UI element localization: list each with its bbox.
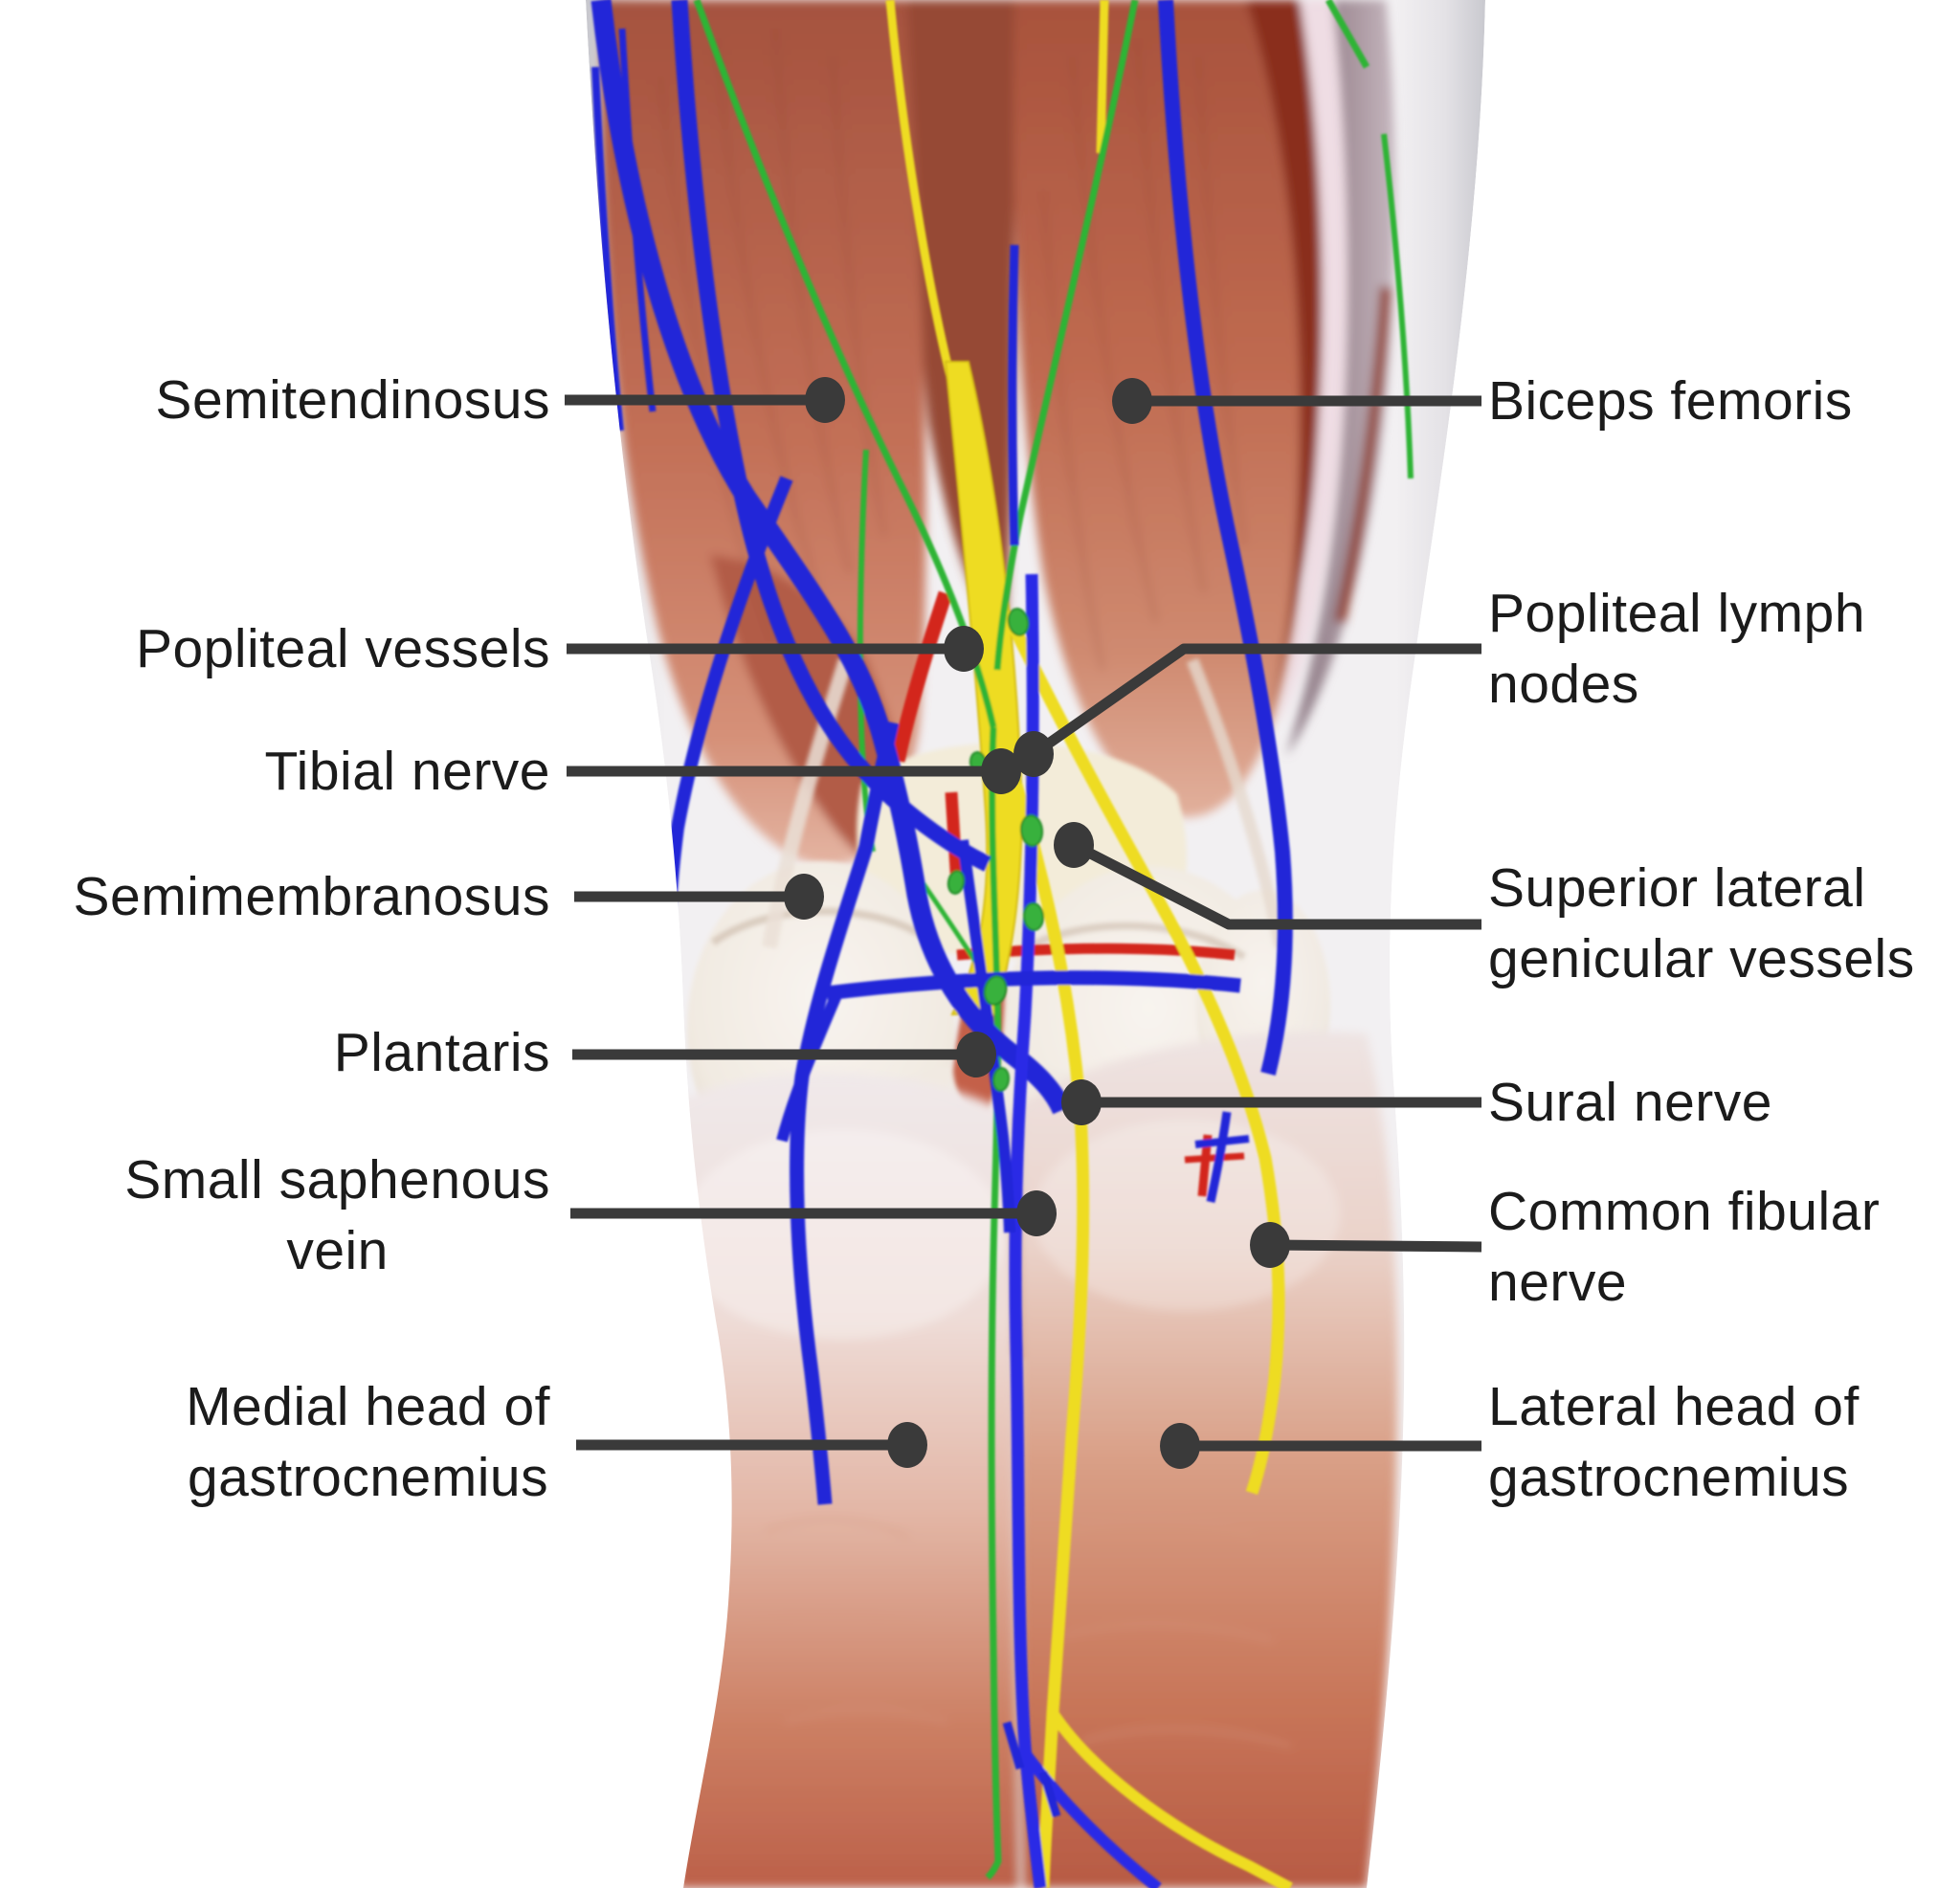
leg-content <box>586 0 1485 1888</box>
lymph-node <box>991 1067 1011 1092</box>
label-line: vein <box>286 1220 389 1281</box>
vein-spike <box>1008 244 1019 546</box>
vein-zig-1 <box>1002 1721 1025 1770</box>
label-line: gastrocnemius <box>1488 1447 1850 1508</box>
lateral-artery-bit-2 <box>1184 1152 1245 1164</box>
label-plantaris: Plantaris <box>334 1017 550 1088</box>
semitendinosus-tendon <box>762 657 854 949</box>
label-line: Semimembranosus <box>73 866 550 927</box>
label-sural-nerve: Sural nerve <box>1488 1067 1772 1138</box>
neurovascular <box>590 0 1414 1888</box>
pink-sliver <box>1279 0 1348 727</box>
label-popliteal-lymph-nodes: Popliteal lymph nodes <box>1488 578 1865 720</box>
vein-long-2 <box>671 0 991 872</box>
label-line: Biceps femoris <box>1488 370 1853 432</box>
lymph-line-2 <box>993 0 1139 671</box>
vein-lat-bit-2 <box>1194 1135 1250 1148</box>
label-common-fibular-nerve: Common fibular nerve <box>1488 1176 1880 1318</box>
label-line: nodes <box>1488 654 1639 715</box>
fascia-lata <box>1286 0 1395 756</box>
vein-zig-2 <box>1038 1770 1061 1818</box>
vein-lateral <box>1158 0 1293 1076</box>
vein-horizontal-drop <box>776 992 842 1143</box>
popliteal-artery-upper <box>890 590 953 763</box>
label-line: Popliteal lymph <box>1488 583 1866 644</box>
label-line: gastrocnemius <box>187 1447 549 1508</box>
nerve-stub-top <box>1096 0 1109 154</box>
label-line: Common fibular <box>1488 1181 1881 1242</box>
label-popliteal-vessels: Popliteal vessels <box>136 613 550 684</box>
label-line: nerve <box>1488 1252 1628 1313</box>
label-line: Sural nerve <box>1488 1072 1772 1133</box>
lymph-line-right-2 <box>1381 133 1414 479</box>
lymph-chain <box>985 726 1002 1880</box>
lateral-dark-band <box>1246 0 1325 746</box>
lymph-nodes <box>947 608 1045 1092</box>
label-line: Superior lateral <box>1488 857 1866 919</box>
label-superior-lateral-genicular-vessels: Superior lateral genicular vessels <box>1488 853 1915 994</box>
label-lateral-head-of-gastrocnemius: Lateral head of gastrocnemius <box>1488 1371 1860 1513</box>
saphenous-branch <box>1020 1749 1162 1888</box>
label-tibial-nerve: Tibial nerve <box>264 736 550 807</box>
vein-edge-1 <box>591 66 624 432</box>
label-medial-head-of-gastrocnemius: Medial head of gastrocnemius <box>186 1371 550 1513</box>
vein-edge-2 <box>618 28 657 412</box>
lymph-node <box>1007 608 1030 636</box>
label-semitendinosus: Semitendinosus <box>155 365 550 435</box>
lymph-node <box>1019 814 1044 847</box>
label-line: Semitendinosus <box>155 369 550 431</box>
lymph-node <box>983 975 1008 1006</box>
medial-sheen <box>679 1129 1005 1340</box>
common-fibular-nerve-line <box>1001 610 1285 1496</box>
lymph-line-right-1 <box>1325 0 1370 69</box>
vein-lat-bit-1 <box>1206 1111 1232 1203</box>
sural-branch-line <box>1048 1709 1293 1888</box>
label-line: Small saphenous <box>124 1149 550 1211</box>
label-line: Popliteal vessels <box>135 618 550 679</box>
vein-horizontal <box>826 970 1241 1001</box>
label-line: genicular vessels <box>1488 928 1915 989</box>
vein-center-2 <box>957 839 1015 1233</box>
label-line: Medial head of <box>186 1376 550 1437</box>
calf-marbling <box>746 1517 1293 1748</box>
label-line: Plantaris <box>333 1022 550 1083</box>
label-biceps-femoris: Biceps femoris <box>1488 366 1853 436</box>
fascia-maroon-streak <box>1334 286 1392 624</box>
label-small-saphenous-vein: Small saphenous vein <box>124 1144 550 1286</box>
lymph-node <box>1022 902 1045 931</box>
label-line: Lateral head of <box>1488 1376 1860 1437</box>
lymph-node <box>947 870 966 895</box>
label-semimembranosus: Semimembranosus <box>73 861 550 932</box>
label-line: Tibial nerve <box>264 741 550 802</box>
